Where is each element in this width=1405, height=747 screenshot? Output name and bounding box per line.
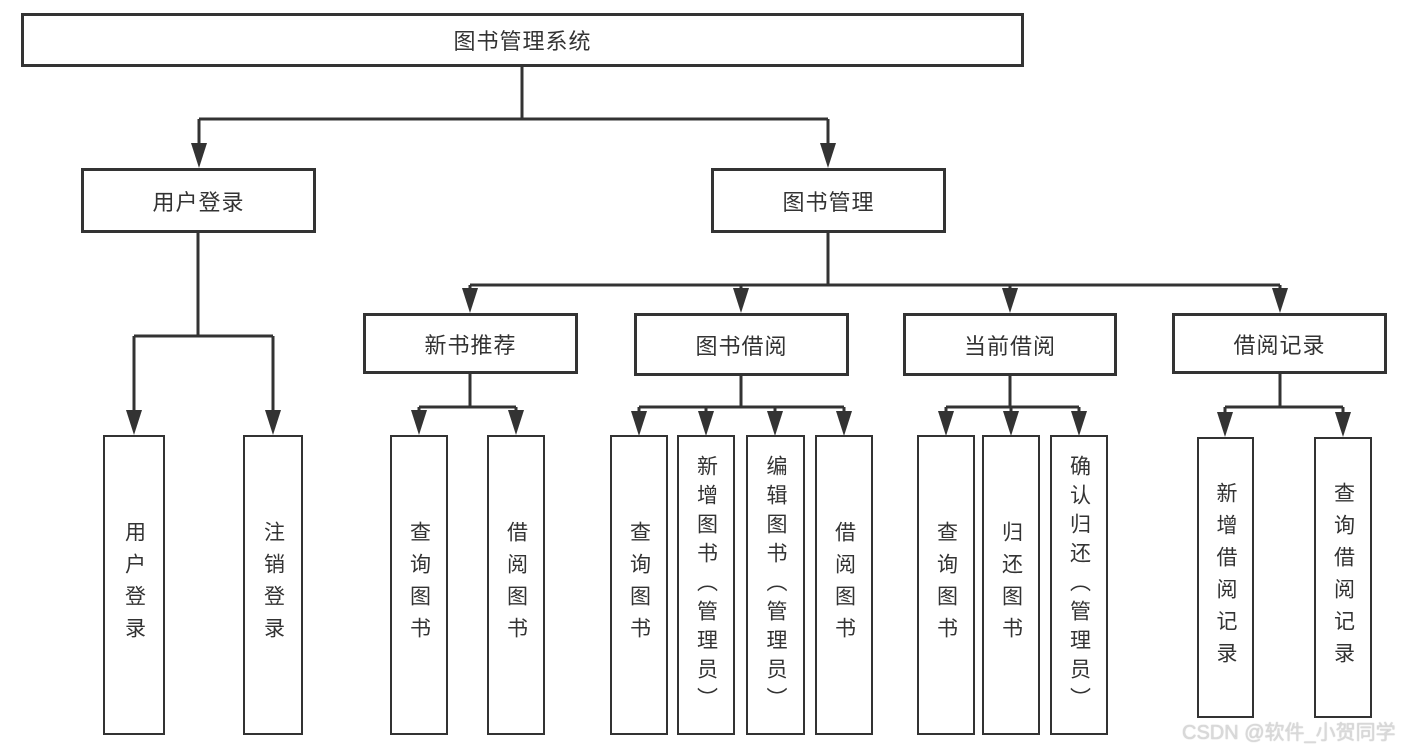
leaf-label: 注销登录 [261,521,285,649]
node-new-book-recommend: 新书推荐 [363,313,578,374]
leaf-borrow-books-recommend: 借阅图书 [487,435,545,735]
leaf-label: 编辑图书（管理员） [764,454,787,716]
leaf-user-login: 用户登录 [103,435,165,735]
leaf-label: 查询图书 [934,521,958,649]
node-book-management: 图书管理 [711,168,946,233]
leaf-add-books-admin: 新增图书（管理员） [677,435,735,735]
leaf-label: 查询借阅记录 [1331,481,1355,674]
node-book-borrow: 图书借阅 [634,313,849,376]
leaf-label: 用户登录 [122,521,146,649]
leaf-logout: 注销登录 [243,435,303,735]
leaf-label: 归还图书 [999,521,1023,649]
leaf-edit-books-admin: 编辑图书（管理员） [746,435,805,735]
csdn-watermark: CSDN @软件_小贺同学 [1182,722,1396,744]
node-current-borrow: 当前借阅 [903,313,1117,376]
leaf-label: 新增借阅记录 [1214,481,1237,674]
node-user-login: 用户登录 [81,168,316,233]
node-root-library-management-system: 图书管理系统 [21,13,1024,67]
leaf-confirm-return-admin: 确认归还（管理员） [1050,435,1108,735]
leaf-label: 借阅图书 [504,521,528,649]
leaf-add-borrow-record: 新增借阅记录 [1197,437,1254,718]
leaf-query-books-borrow: 查询图书 [610,435,668,735]
leaf-label: 查询图书 [407,521,431,649]
leaf-label: 新增图书（管理员） [694,454,718,716]
leaf-query-borrow-record: 查询借阅记录 [1314,437,1372,718]
leaf-label: 查询图书 [627,521,651,649]
leaf-label: 确认归还（管理员） [1067,454,1091,716]
leaf-query-books-recommend: 查询图书 [390,435,448,735]
leaf-query-books-current: 查询图书 [917,435,975,735]
leaf-label: 借阅图书 [832,521,856,649]
leaf-return-books: 归还图书 [982,435,1040,735]
leaf-borrow-books: 借阅图书 [815,435,873,735]
node-borrow-records: 借阅记录 [1172,313,1387,374]
